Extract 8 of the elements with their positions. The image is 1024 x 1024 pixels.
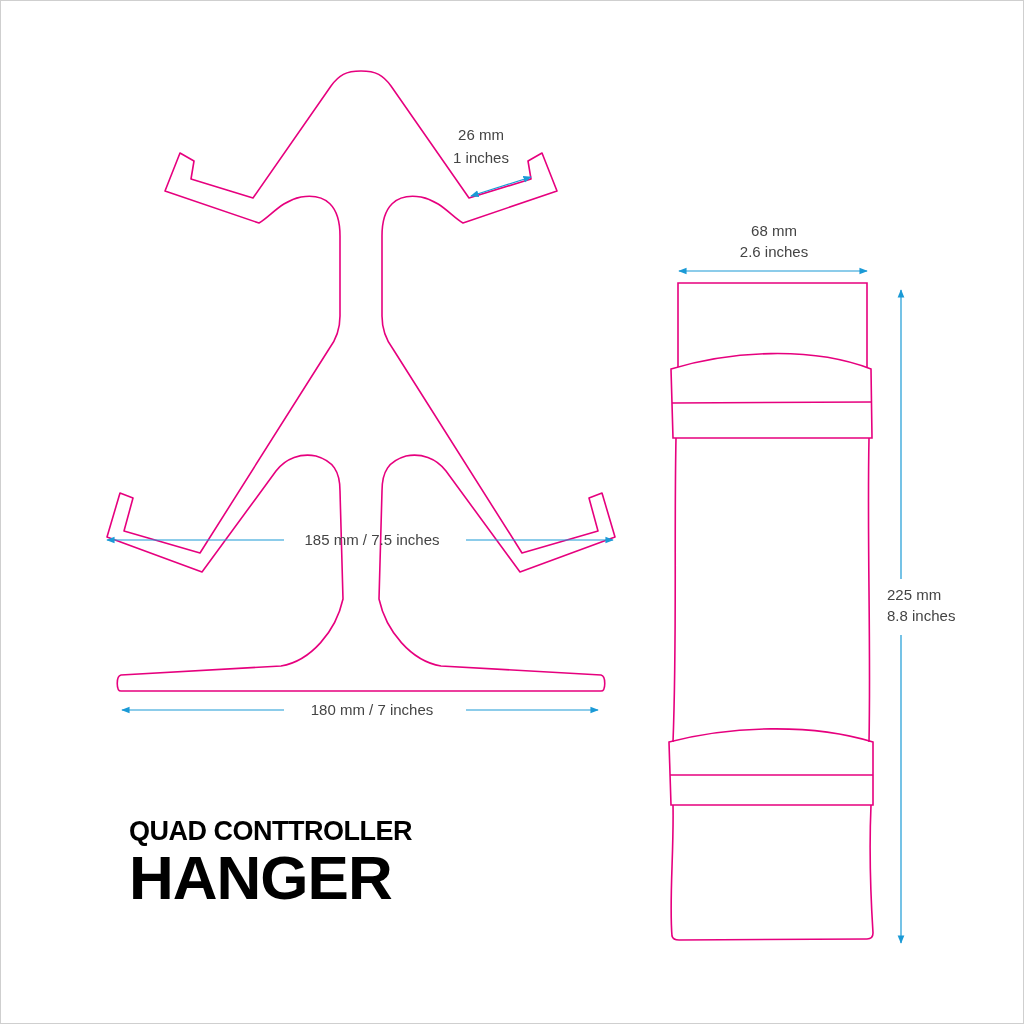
dimension-label: 180 mm / 7 inches [310, 700, 434, 720]
dimension-label: 8.8 inches [887, 606, 956, 626]
dimension-label: 2.6 inches [739, 242, 809, 262]
dimension-label: 26 mm [458, 125, 504, 145]
dimension-label: 68 mm [751, 221, 797, 241]
dimension-label: 1 inches [453, 148, 509, 168]
dimension-label: 225 mm [887, 585, 942, 605]
title: QUAD CONTTROLLER HANGER [129, 815, 412, 909]
